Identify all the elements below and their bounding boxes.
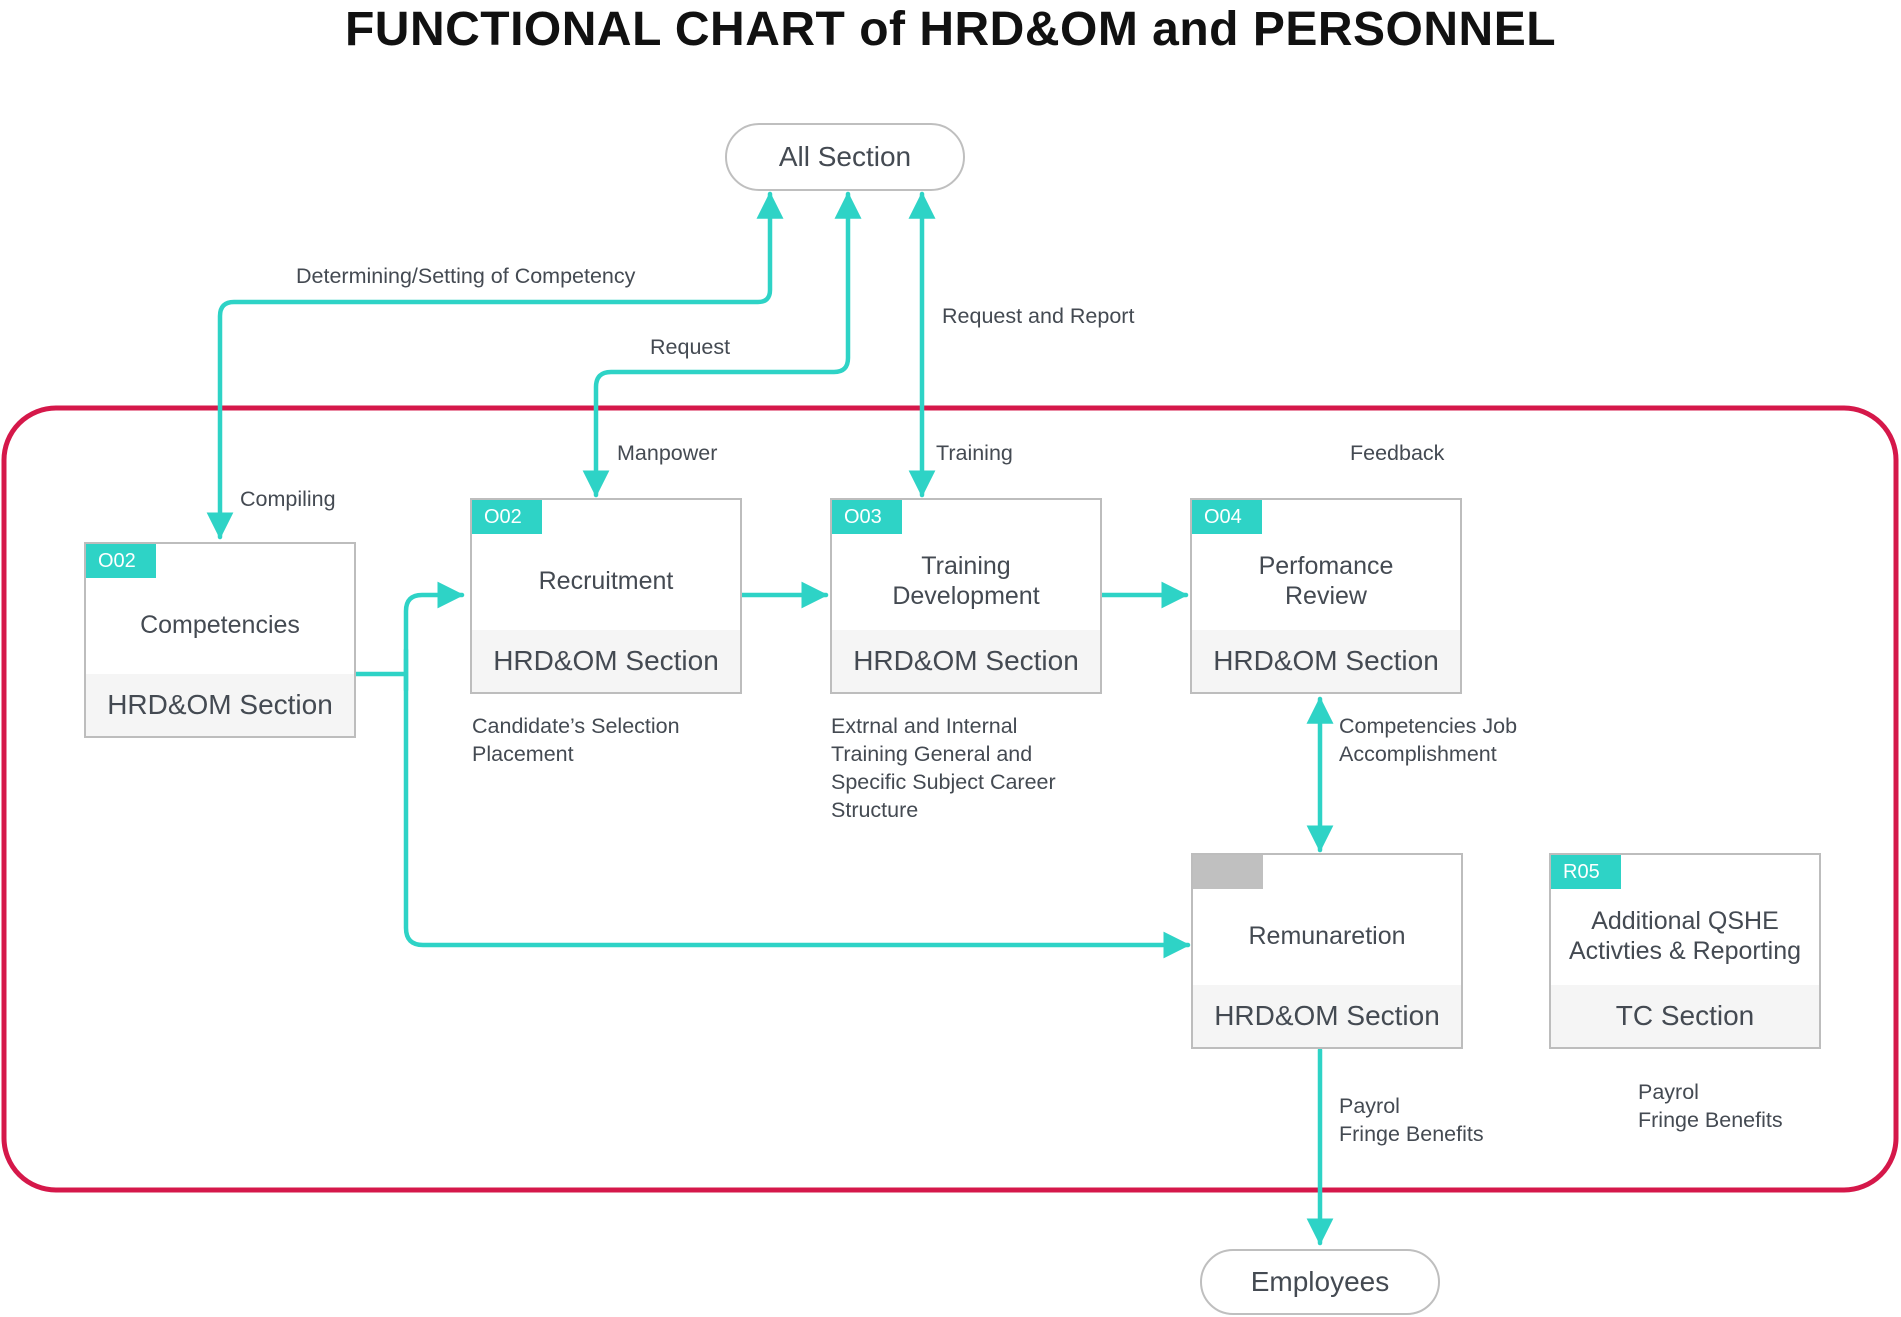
training-name: Training Development [892,552,1040,610]
payrol-label-qshe: Payrol Fringe Benefits [1638,1078,1783,1134]
payrol-2-line-1: Payrol [1638,1080,1699,1104]
compiling-label: Compiling [240,487,336,511]
recruitment-name: Recruitment [538,567,674,595]
payrol-1-line-2: Fringe Benefits [1339,1122,1484,1146]
external-internal-training-label: Extrnal and Internal Training General an… [831,712,1056,824]
candidate-selection-label: Candidate’s Selection Placement [472,712,680,768]
competencies-code-badge: O02 [86,544,156,578]
training-code-badge: O03 [832,500,902,534]
performance-code-badge: O04 [1192,500,1262,534]
feedback-label: Feedback [1350,441,1445,465]
payrol-label-remuneration: Payrol Fringe Benefits [1339,1092,1484,1148]
employees-terminal: Employees [1200,1249,1440,1315]
request-manpower-connector [582,191,862,498]
remuneration-section: HRD&OM Section [1193,985,1461,1047]
qshe-name: Additional QSHE Activties & Reporting [1568,907,1802,965]
recruitment-code-badge: O02 [472,500,542,534]
competencies-job-label: Competencies Job Accomplishment [1339,712,1517,768]
remuneration-node: Remunaretion HRD&OM Section [1191,853,1463,1049]
qshe-code-badge: R05 [1551,855,1621,889]
training-section: HRD&OM Section [832,630,1100,692]
performance-name: Perfomance Review [1258,552,1394,610]
competencies-job-line-1: Competencies Job [1339,714,1518,738]
remuneration-name: Remunaretion [1248,922,1406,950]
payrol-2-line-2: Fringe Benefits [1638,1108,1783,1132]
external-line-3: Specific Subject Career [831,770,1056,794]
candidate-line-2: Placement [472,742,574,766]
competencies-section: HRD&OM Section [86,674,354,736]
candidate-line-1: Candidate’s Selection [472,714,680,738]
determining-competency-label: Determining/Setting of Competency [296,264,636,288]
hrd-boundary [1,405,1899,1193]
competencies-to-remuneration-connector [403,647,1191,959]
competencies-name: Competencies [140,611,300,639]
training-development-node: O03 Training Development HRD&OM Section [830,498,1102,694]
all-section-terminal: All Section [725,123,965,191]
qshe-section: TC Section [1551,985,1819,1047]
request-label: Request [650,335,731,359]
external-line-4: Structure [831,798,919,822]
all-section-label: All Section [778,141,912,172]
manpower-label: Manpower [617,441,718,465]
request-report-label: Request and Report [942,304,1135,328]
competencies-job-line-2: Accomplishment [1339,742,1497,766]
employees-label: Employees [1250,1266,1390,1297]
remuneration-code-badge [1193,855,1263,889]
training-label: Training [936,441,1013,465]
competencies-to-recruitment-connector [353,581,465,693]
external-line-2: Training General and [831,742,1033,766]
recruitment-section: HRD&OM Section [472,630,740,692]
payrol-1-line-1: Payrol [1339,1094,1400,1118]
performance-review-node: O04 Perfomance Review HRD&OM Section [1190,498,1462,694]
recruitment-node: O02 Recruitment HRD&OM Section [470,498,742,694]
external-line-1: Extrnal and Internal [831,714,1018,738]
qshe-node: R05 Additional QSHE Activties & Reportin… [1549,853,1821,1049]
chart-title: FUNCTIONAL CHART of HRD&OM and PERSONNEL [344,3,1557,56]
competencies-node: O02 Competencies HRD&OM Section [84,542,356,738]
performance-section: HRD&OM Section [1192,630,1460,692]
